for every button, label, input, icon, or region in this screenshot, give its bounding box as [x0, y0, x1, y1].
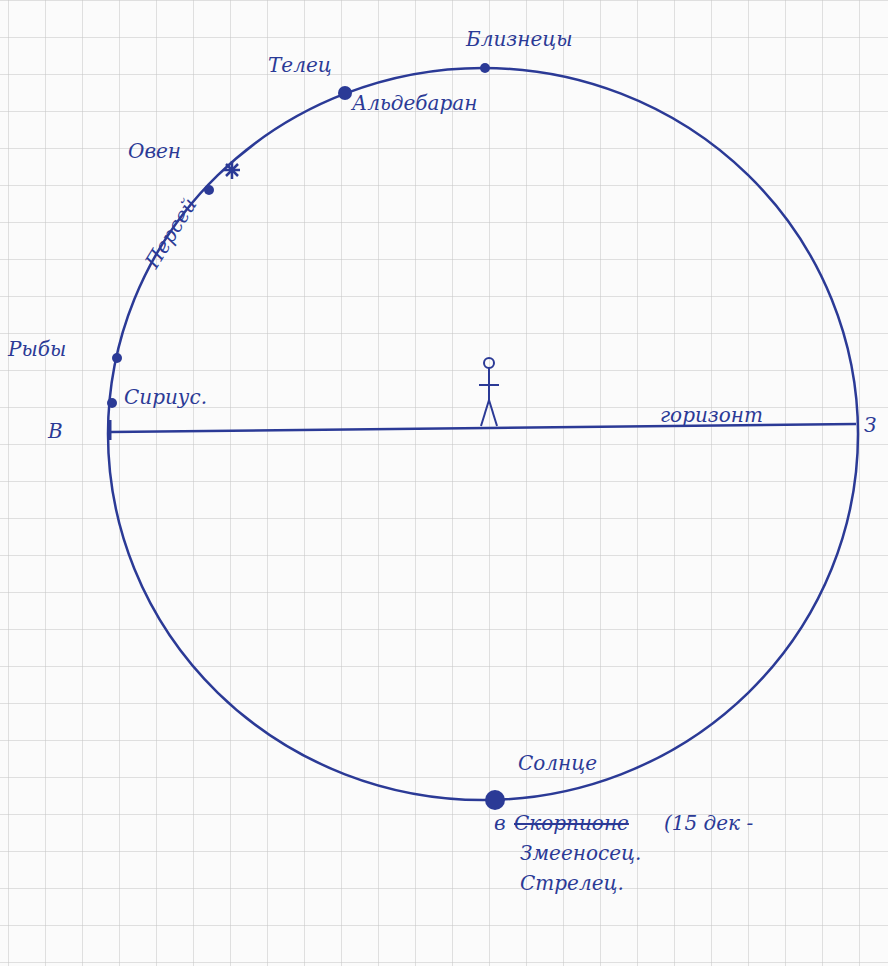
- cardinal-point: З: [864, 414, 876, 436]
- sky-circle: [108, 68, 858, 800]
- constellation-label: Рыбы: [8, 338, 66, 360]
- star-label: Сириус.: [124, 386, 207, 408]
- preposition-label: в: [494, 812, 506, 834]
- horizon-label: горизонт: [660, 404, 763, 426]
- cardinal-point: В: [48, 420, 63, 442]
- star-dots: [107, 63, 505, 810]
- sun-label: Солнце: [518, 752, 597, 774]
- constellation-label: Телец: [268, 54, 332, 76]
- constellation-label: Овен: [128, 140, 181, 162]
- struck-constellation: Скорпионе: [514, 812, 629, 834]
- star-label: Альдебаран: [352, 92, 477, 114]
- star-symbol: [224, 161, 240, 179]
- constellation-label: Близнецы: [466, 28, 572, 50]
- constellation-label: Змееносец.: [520, 842, 641, 864]
- observer-figure: [479, 358, 499, 426]
- east-tick: [109, 420, 112, 440]
- date-note: (15 дек -: [664, 812, 753, 834]
- constellation-label: Стрелец.: [520, 872, 624, 894]
